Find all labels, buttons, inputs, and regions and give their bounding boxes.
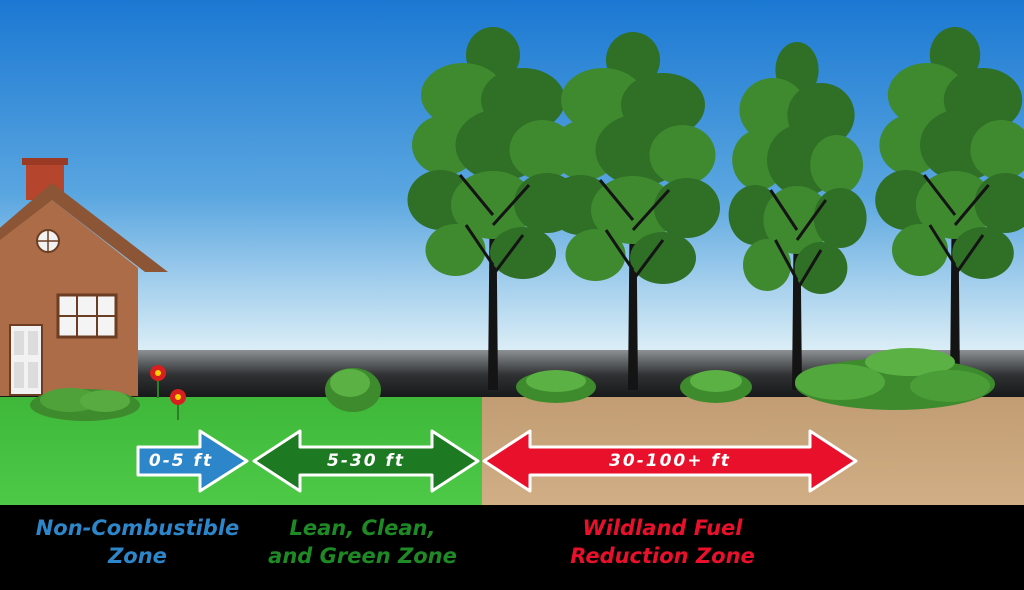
shrub-lawn (325, 368, 381, 412)
tree-3 (728, 42, 867, 390)
zone-2-name-line2: and Green Zone (268, 544, 457, 568)
shrub-house (30, 388, 140, 421)
zone-3-name-line1: Wildland Fuel (582, 516, 743, 540)
zone-3-distance: 30-100+ ft (609, 451, 731, 471)
shrubs (30, 348, 995, 421)
zone-1-name-line2: Zone (108, 544, 167, 568)
flowers (150, 365, 186, 420)
zone-2-distance: 5-30 ft (327, 451, 405, 471)
shrub-field-2 (680, 370, 752, 403)
shrub-field-1 (516, 370, 596, 403)
label-band (0, 505, 1024, 590)
house-roof (0, 183, 168, 272)
zone-1-name: Non-Combustible Zone (20, 514, 255, 570)
shrub-field-3 (795, 348, 995, 410)
zone-3-name-line2: Reduction Zone (570, 544, 755, 568)
tree-2 (547, 32, 720, 390)
zone-2-name-line1: Lean, Clean, (289, 516, 436, 540)
tree-4 (875, 27, 1024, 390)
arrow-zone-3 (482, 429, 858, 493)
chimney-cap (22, 158, 68, 165)
zone-3-name: Wildland Fuel Reduction Zone (550, 514, 775, 570)
arrow-zone-2 (252, 429, 480, 493)
trees (407, 27, 1024, 390)
zone-1-distance: 0-5 ft (148, 451, 214, 471)
house (0, 158, 168, 396)
zone-1-name-line1: Non-Combustible (35, 516, 240, 540)
arrow-zone-1 (136, 429, 249, 493)
zone-2-name: Lean, Clean, and Green Zone (250, 514, 475, 570)
